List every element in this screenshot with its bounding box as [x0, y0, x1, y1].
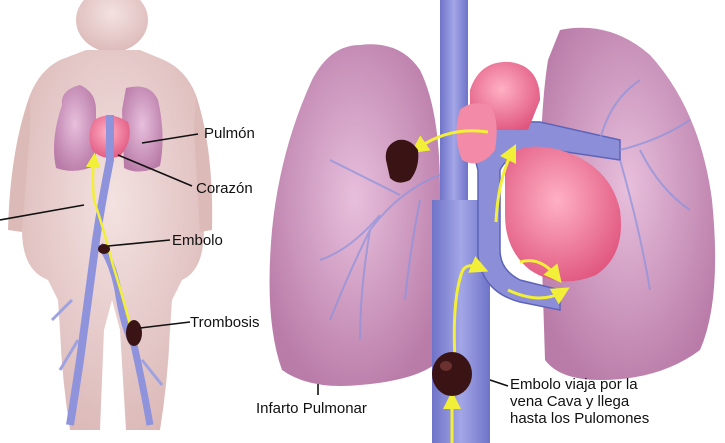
embolus-highlight [440, 361, 452, 371]
label-trombosis: Trombosis [190, 314, 259, 331]
label-infarto-pulmonar: Infarto Pulmonar [256, 400, 367, 417]
label-corazon: Corazón [196, 180, 253, 197]
atrium [456, 103, 496, 163]
label-pulmon: Pulmón [204, 125, 255, 142]
small-thrombus [126, 320, 142, 346]
label-embolo-viaja-line3: hasta los Pulomones [510, 410, 710, 427]
label-embolo-viaja: Embolo viaja por la vena Cava y llega ha… [510, 376, 710, 427]
label-embolo: Embolo [172, 232, 223, 249]
head [76, 0, 148, 52]
traveling-embolus [432, 352, 472, 396]
big-left-lung [270, 44, 440, 386]
label-embolo-viaja-line2: vena Cava y llega [510, 393, 710, 410]
body-figure [8, 0, 212, 430]
label-embolo-viaja-line1: Embolo viaja por la [510, 376, 710, 393]
vena-cava [440, 0, 468, 200]
